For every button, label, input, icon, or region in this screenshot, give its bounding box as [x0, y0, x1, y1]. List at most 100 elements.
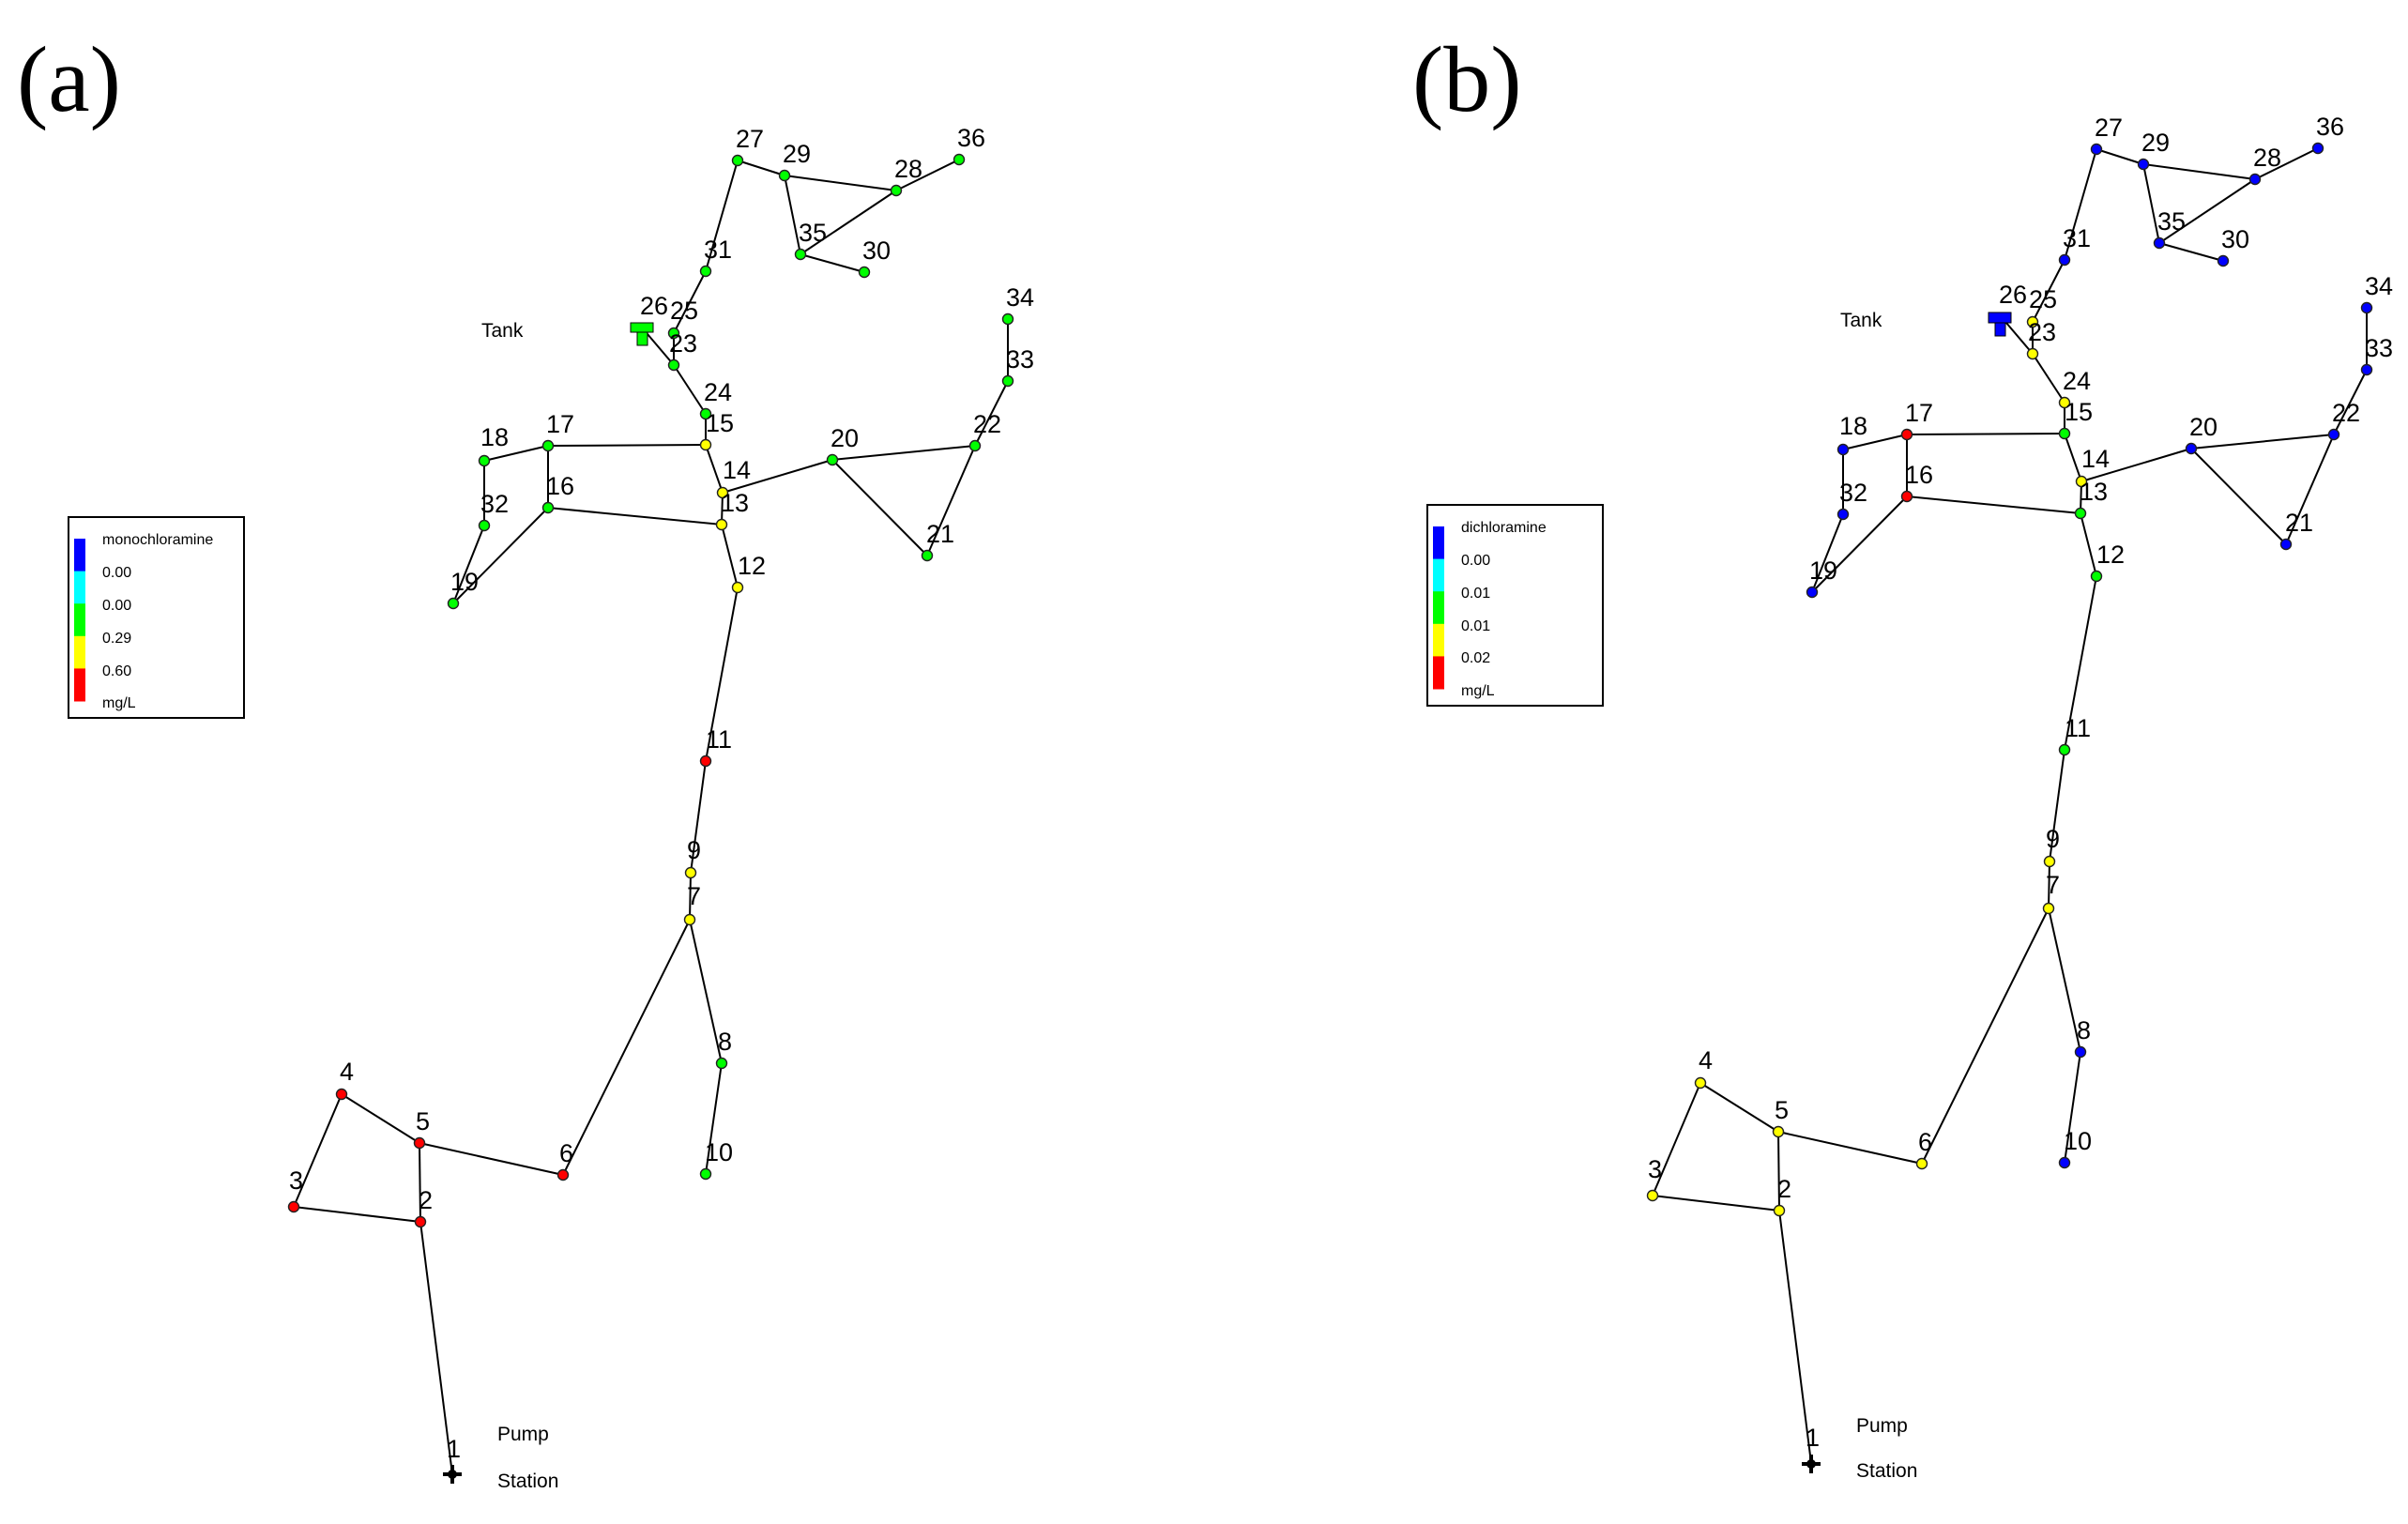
node-label: 22 [973, 410, 1001, 438]
junction-node [1836, 443, 1850, 456]
junction-node [2360, 363, 2373, 376]
pipe-link [2190, 434, 2335, 450]
pipe-link [452, 507, 549, 604]
junction-node [968, 439, 982, 452]
junction-node [1772, 1125, 1785, 1138]
legend-swatch [1433, 623, 1444, 657]
node-label: 11 [2065, 714, 2091, 742]
node-label: 18 [480, 423, 509, 451]
pipe-link [562, 919, 691, 1176]
pipe-link [831, 445, 976, 461]
panel-letter: (b) [1412, 27, 1522, 131]
pipe-link [2048, 861, 2050, 909]
legend-value: 0.60 [102, 663, 131, 679]
pipe-link [800, 253, 865, 273]
junction-node [1900, 490, 1913, 503]
pipe-link [800, 190, 897, 255]
junction-node [1001, 374, 1014, 388]
node-label: 9 [2046, 825, 2060, 853]
pipe-link [689, 919, 723, 1064]
pump-icon [443, 1465, 462, 1484]
junction-node [2153, 236, 2166, 250]
junction-node [2074, 1045, 2087, 1059]
node-label: 6 [1918, 1128, 1932, 1156]
node-label: 14 [723, 456, 751, 484]
junction-node [335, 1088, 348, 1101]
pipe-link [2064, 1051, 2081, 1164]
pump-label: Pump [1856, 1415, 1908, 1437]
pipe-link [2142, 163, 2160, 244]
junction-node [2090, 143, 2103, 156]
pipe-link [1811, 513, 1844, 593]
node-label: 7 [2046, 871, 2060, 899]
pipe-link [1699, 1082, 1779, 1133]
node-label: 1 [1806, 1424, 1820, 1452]
node-label: 4 [1699, 1046, 1713, 1074]
pipe-link [784, 175, 801, 255]
pipe-link [689, 872, 692, 921]
junction-node [2185, 442, 2198, 455]
legend-swatch [1433, 656, 1444, 690]
node-label: 15 [2065, 398, 2093, 426]
pipe-link [293, 1093, 343, 1208]
junction-node [858, 266, 871, 279]
legend-unit: mg/L [102, 695, 136, 711]
junction-node [921, 549, 934, 562]
pipe-link [2080, 448, 2192, 482]
node-label: 25 [670, 297, 698, 325]
junction-node [2058, 427, 2071, 440]
legend-swatch [1433, 591, 1444, 625]
node-label: 3 [1648, 1155, 1662, 1183]
node-label: 24 [2063, 367, 2091, 395]
legend-swatch [1433, 558, 1444, 592]
node-label: 12 [738, 552, 766, 580]
station-label: Station [497, 1471, 558, 1492]
pipe-link [2158, 178, 2256, 244]
pipe-link [2285, 434, 2335, 545]
node-label: 31 [2063, 224, 2091, 252]
pipe-link [2032, 259, 2065, 323]
junction-node [778, 169, 791, 182]
junction-node [667, 358, 680, 372]
legend-unit: mg/L [1461, 683, 1495, 699]
node-label: 16 [1905, 461, 1933, 489]
junction-node [1900, 428, 1913, 441]
legend-value: 0.00 [1461, 553, 1490, 569]
node-labels: 1234567891011121314151617181920212223242… [289, 124, 1034, 1463]
pipe-link [974, 380, 1009, 447]
junction-node [715, 518, 728, 531]
junction-node [684, 866, 697, 879]
legend-value: 0.01 [1461, 618, 1490, 634]
junction-nodes [1646, 142, 2373, 1217]
junction-node [447, 597, 460, 610]
pump-icon [1802, 1455, 1821, 1473]
pipe-link [547, 507, 723, 526]
junction-node [2026, 347, 2039, 360]
junction-node [541, 439, 555, 452]
legend-title: monochloramine [102, 532, 213, 548]
pipe-link [547, 444, 707, 447]
pipe-link [2080, 512, 2097, 577]
node-label: 9 [687, 836, 701, 864]
junction-node [731, 581, 744, 594]
node-label: 17 [1905, 399, 1933, 427]
pipe-link [452, 525, 485, 604]
pipe-link [2158, 242, 2224, 262]
pipe-link [2142, 163, 2256, 180]
junction-node [2058, 253, 2071, 267]
pipe-link [895, 159, 960, 191]
node-label: 1 [447, 1435, 461, 1463]
pipe-link [2064, 433, 2082, 482]
junction-node [2311, 142, 2324, 155]
node-label: 8 [718, 1028, 732, 1056]
node-label: 34 [1006, 283, 1034, 312]
legend-value: 0.02 [1461, 650, 1490, 666]
node-label: 28 [2253, 144, 2281, 172]
panel-b-dichloramine: (b) 123456789101112131415161718192021222… [1412, 27, 2393, 1482]
node-label: 20 [2189, 413, 2217, 441]
pipe-link [2049, 749, 2065, 862]
node-label: 18 [1839, 412, 1867, 440]
legend-swatch [74, 571, 85, 604]
pipe-link [721, 524, 739, 588]
legend-title: dichloramine [1461, 520, 1547, 536]
